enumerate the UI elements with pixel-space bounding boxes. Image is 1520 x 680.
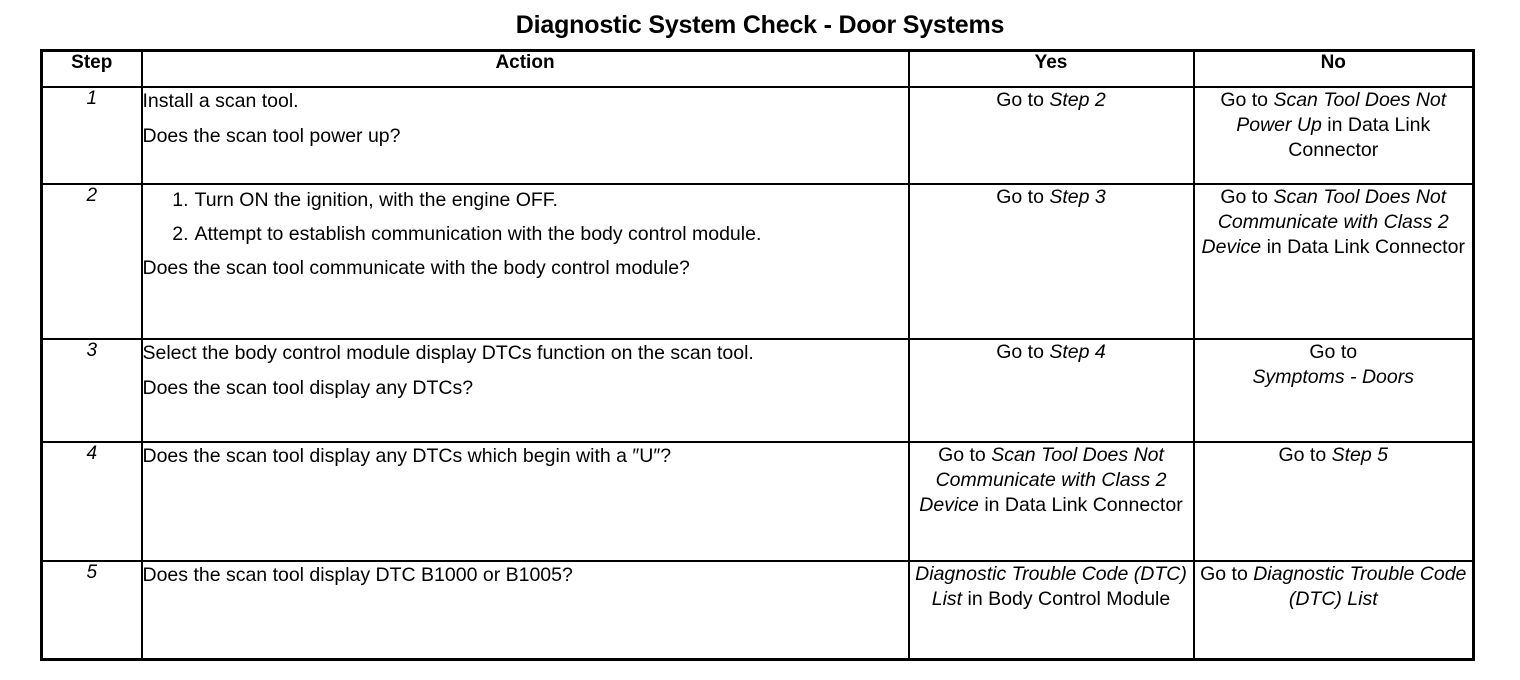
table-header: Step Action Yes No — [40, 49, 1475, 88]
yes-cell: Go to Scan Tool Does Not Communicate wit… — [907, 441, 1195, 562]
no-text-reference: Scan Tool Does Not Power Up — [1236, 89, 1447, 136]
yes-cell: Go to Step 3 — [907, 183, 1195, 340]
yes-cell: Go to Step 2 — [907, 86, 1195, 185]
yes-cell: Go to Step 4 — [907, 338, 1195, 443]
action-list-item: Attempt to establish communication with … — [163, 221, 762, 249]
no-text-prefix: Go to — [1220, 89, 1274, 111]
no-text-prefix: Go to — [1278, 444, 1332, 466]
action-question: Does the scan tool display any DTCs whic… — [142, 445, 672, 467]
step-number: 5 — [40, 560, 143, 660]
table-row: 3 Select the body control module display… — [40, 338, 1475, 443]
no-cell: Go to Diagnostic Trouble Code (DTC) List — [1192, 560, 1475, 660]
diagnostic-table-container: Step Action Yes No 1 Install a scan tool… — [40, 49, 1475, 661]
page-title: Diagnostic System Check - Door Systems — [515, 11, 1005, 39]
yes-text-prefix: Go to — [996, 89, 1050, 111]
table-row: 1 Install a scan tool. Does the scan too… — [40, 86, 1475, 185]
table-row: 2 Turn ON the ignition, with the engine … — [40, 183, 1475, 340]
yes-text-reference: Step 2 — [1049, 89, 1106, 111]
column-header-yes: Yes — [907, 49, 1195, 88]
step-number: 1 — [40, 86, 143, 185]
no-cell: Go to Scan Tool Does Not Power Up in Dat… — [1192, 86, 1475, 185]
step-number: 2 — [40, 183, 143, 340]
no-text-suffix: in Data Link Connector — [1261, 235, 1465, 258]
step-number: 3 — [40, 338, 143, 443]
no-text-prefix: Go to — [1220, 186, 1274, 208]
yes-text-reference: Diagnostic Trouble Code (DTC) List — [915, 563, 1187, 610]
no-text-suffix: in Data Link Connector — [1288, 113, 1431, 161]
action-question: Does the scan tool communicate with the … — [142, 256, 690, 279]
action-cell: Install a scan tool. Does the scan tool … — [140, 86, 910, 185]
yes-text-reference: Scan Tool Does Not Communicate with Clas… — [919, 444, 1167, 516]
yes-text-suffix: in Body Control Module — [962, 587, 1171, 610]
no-cell: Go to Symptoms - Doors — [1192, 338, 1475, 443]
no-text-reference: Step 5 — [1331, 444, 1388, 466]
table-body: 1 Install a scan tool. Does the scan too… — [40, 86, 1475, 660]
yes-text-reference: Step 3 — [1049, 186, 1106, 208]
no-text-prefix: Go to — [1200, 563, 1254, 585]
no-cell: Go to Step 5 — [1192, 441, 1475, 562]
no-cell: Go to Scan Tool Does Not Communicate wit… — [1192, 183, 1475, 340]
action-cell: Does the scan tool display any DTCs whic… — [140, 441, 910, 562]
action-cell: Turn ON the ignition, with the engine OF… — [140, 183, 910, 340]
action-cell: Select the body control module display D… — [140, 338, 910, 443]
action-question: Does the scan tool display any DTCs? — [142, 376, 474, 399]
yes-text-suffix: in Data Link Connector — [978, 493, 1183, 516]
no-text-reference: Scan Tool Does Not Communicate with Clas… — [1201, 186, 1449, 258]
column-header-step: Step — [40, 49, 143, 88]
table-row: 5 Does the scan tool display DTC B1000 o… — [40, 560, 1475, 660]
column-header-no: No — [1192, 49, 1475, 88]
column-header-action: Action — [140, 49, 910, 88]
table-row: 4 Does the scan tool display any DTCs wh… — [40, 441, 1475, 562]
action-question: Does the scan tool power up? — [142, 124, 401, 147]
yes-text-prefix: Go to — [938, 444, 992, 466]
no-text-prefix: Go to — [1309, 341, 1358, 363]
yes-text-prefix: Go to — [996, 341, 1050, 363]
step-number: 4 — [40, 441, 143, 562]
action-line: Install a scan tool. — [142, 90, 299, 112]
diagnostic-step-table: Step Action Yes No 1 Install a scan tool… — [40, 49, 1475, 661]
yes-text-prefix: Go to — [996, 186, 1050, 208]
yes-text-reference: Step 4 — [1049, 341, 1106, 363]
no-text-reference: Symptoms - Doors — [1252, 365, 1414, 388]
action-question: Does the scan tool display DTC B1000 or … — [142, 564, 573, 586]
header-row: Step Action Yes No — [40, 49, 1475, 88]
action-ordered-list: Turn ON the ignition, with the engine OF… — [143, 187, 908, 249]
action-list-item: Turn ON the ignition, with the engine OF… — [163, 187, 558, 215]
no-text-reference: Diagnostic Trouble Code (DTC) List — [1253, 563, 1467, 610]
action-line: Select the body control module display D… — [142, 342, 754, 364]
yes-cell: Diagnostic Trouble Code (DTC) List in Bo… — [907, 560, 1195, 660]
action-cell: Does the scan tool display DTC B1000 or … — [140, 560, 910, 660]
